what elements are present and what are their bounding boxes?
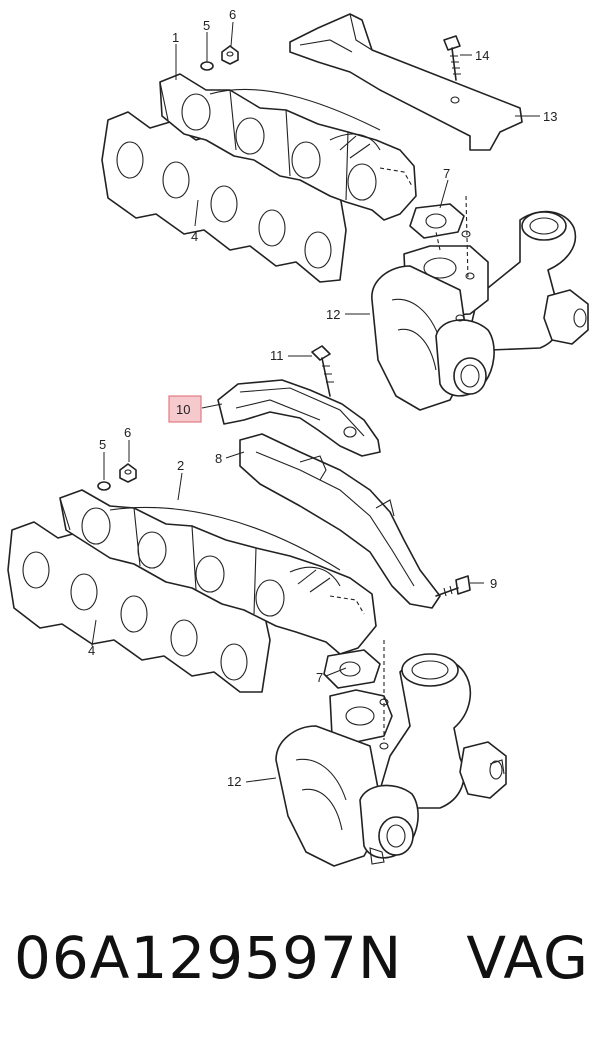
middle-heat-shield-group: [201, 345, 484, 609]
upper-manifold-gasket: [101, 111, 347, 283]
upper-assembly: [101, 13, 589, 411]
lower-turbocharger: [275, 640, 507, 867]
callout-2: 2: [177, 458, 184, 473]
brand-text: VAG: [466, 924, 589, 992]
callout-4-bottom: 4: [88, 643, 95, 658]
callout-12-top: 12: [326, 307, 340, 322]
callout-14: 14: [475, 48, 489, 63]
part-number-footer: 06A129597N VAG: [14, 918, 589, 998]
callout-11: 11: [270, 348, 284, 363]
callout-1: 1: [172, 30, 179, 45]
callout-6-top: 6: [229, 7, 236, 22]
callout-5-top: 5: [203, 18, 210, 33]
upper-heat-shield-bracket: [289, 13, 523, 151]
callout-9: 9: [490, 576, 497, 591]
turbo-gasket-plate: [239, 433, 441, 609]
upper-bolt: [443, 35, 461, 81]
lower-exhaust-manifold: [59, 489, 377, 655]
callout-6-bottom: 6: [124, 425, 131, 440]
callout-10-highlight: [168, 395, 202, 423]
turbo-heat-shield: [217, 379, 381, 457]
lower-flange-gasket: [323, 649, 381, 689]
callout-4-top: 4: [191, 229, 198, 244]
callout-5-bottom: 5: [99, 437, 106, 452]
callout-7-top: 7: [443, 166, 450, 181]
callout-12-bottom: 12: [227, 774, 241, 789]
exploded-parts-diagram: 1 5 6 14 13 7 4 12 11 10 5 6 8 2 9 4 7 1…: [7, 7, 589, 867]
part-number-text: 06A129597N: [14, 924, 403, 992]
callout-8: 8: [215, 451, 222, 466]
callout-labels: 1 5 6 14 13 7 4 12 11 10 5 6 8 2 9 4 7 1…: [88, 7, 557, 789]
upper-turbocharger: [371, 195, 589, 411]
callout-13: 13: [543, 109, 557, 124]
upper-flange-gasket: [409, 203, 465, 239]
callout-7-bottom: 7: [316, 670, 323, 685]
callout-10: 10: [176, 402, 190, 417]
lower-assembly: [7, 440, 507, 867]
